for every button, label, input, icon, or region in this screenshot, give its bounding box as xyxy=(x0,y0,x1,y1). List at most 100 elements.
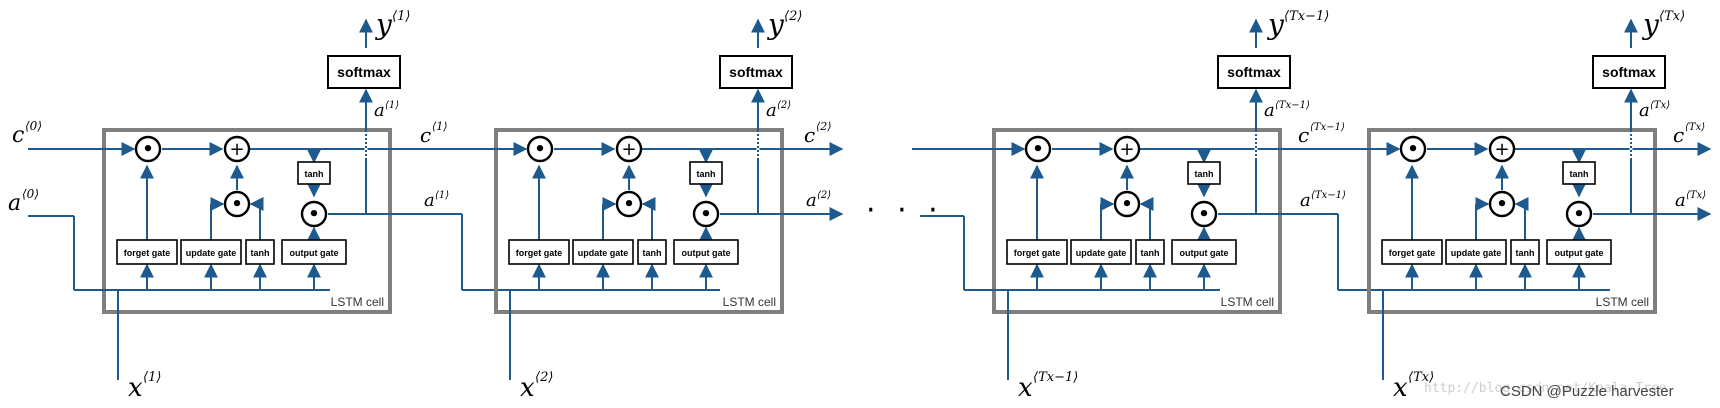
watermark: CSDN @Puzzle harvester xyxy=(1500,383,1674,400)
svg-text:•: • xyxy=(700,204,712,225)
tanh-gate: tanh xyxy=(643,248,662,258)
label-a-out: a xyxy=(424,190,435,211)
label-c-out: c xyxy=(1298,123,1309,147)
softmax-box: softmax xyxy=(729,64,783,80)
label-y-step: ⟨Tx⟩ xyxy=(1659,9,1685,24)
output-gate: output gate xyxy=(1180,248,1229,258)
svg-text:•: • xyxy=(623,194,635,215)
add-symbol: + xyxy=(1494,139,1509,160)
label-a-up-step: ⟨Tx−1⟩ xyxy=(1275,100,1310,111)
svg-text:•: • xyxy=(1573,204,1585,225)
label-a-up: a xyxy=(374,100,385,121)
label-c-out: c xyxy=(1673,123,1684,147)
label-c0: c xyxy=(12,123,24,148)
label-c0-step: ⟨0⟩ xyxy=(25,119,42,133)
forget-gate: forget gate xyxy=(1014,248,1061,258)
update-gate: update gate xyxy=(1076,248,1127,258)
label-a-out-step: ⟨Tx⟩ xyxy=(1686,190,1706,201)
label-a-up-step: ⟨Tx⟩ xyxy=(1650,100,1670,111)
tanh-cell-state: tanh xyxy=(1570,169,1589,179)
label-a-out: a xyxy=(806,190,817,211)
update-gate: update gate xyxy=(186,248,237,258)
svg-text:•: • xyxy=(1121,194,1133,215)
label-x: x xyxy=(1393,373,1408,403)
cell-label: LSTM cell xyxy=(723,295,776,309)
label-c-out-step: ⟨2⟩ xyxy=(816,120,832,133)
label-x-step: ⟨2⟩ xyxy=(535,370,553,385)
add-op xyxy=(223,135,251,163)
cell-frame xyxy=(992,128,1282,314)
label-x: x xyxy=(128,373,143,403)
update-gate: update gate xyxy=(578,248,629,258)
lstm-cell-3: LSTM cell • + • • forg xyxy=(912,8,1610,403)
label-y: y xyxy=(374,8,393,41)
add-symbol: + xyxy=(1119,139,1134,160)
label-a-out: a xyxy=(1300,190,1311,211)
label-y-step: ⟨1⟩ xyxy=(392,9,410,24)
update-gate: update gate xyxy=(1451,248,1502,258)
forget-gate: forget gate xyxy=(1389,248,1436,258)
tanh-cell-state: tanh xyxy=(1195,169,1214,179)
label-a-up: a xyxy=(766,100,777,121)
cell-label: LSTM cell xyxy=(1221,295,1274,309)
softmax-box: softmax xyxy=(337,64,391,80)
lstm-cell-2: LSTM cell • + • • forget gate update g xyxy=(484,8,844,403)
label-y-step: ⟨Tx−1⟩ xyxy=(1284,9,1329,24)
label-y-step: ⟨2⟩ xyxy=(784,9,802,24)
output-multiply-symbol: • xyxy=(308,204,320,225)
cell-frame xyxy=(102,128,392,314)
label-a0: a xyxy=(8,191,21,216)
tanh-cell-state: tanh xyxy=(305,169,324,179)
tanh-gate: tanh xyxy=(251,248,270,258)
label-a0-step: ⟨0⟩ xyxy=(22,187,39,201)
label-a-up: a xyxy=(1264,100,1275,121)
label-c-out-step: ⟨1⟩ xyxy=(432,120,448,133)
lstm-cell-1: LSTM cell xyxy=(8,8,720,403)
lstm-cell-4: LSTM cell • + • • forget gate update g xyxy=(1357,8,1712,403)
add-symbol: + xyxy=(621,139,636,160)
cell-frame xyxy=(1367,128,1657,314)
label-x-step: ⟨Tx⟩ xyxy=(1408,370,1434,385)
tanh-gate: tanh xyxy=(1141,248,1160,258)
output-gate: output gate xyxy=(290,248,339,258)
update-multiply-symbol: • xyxy=(231,194,243,215)
forget-gate: forget gate xyxy=(124,248,171,258)
output-gate: output gate xyxy=(682,248,731,258)
label-c-out-step: ⟨Tx−1⟩ xyxy=(1310,122,1345,133)
output-gate: output gate xyxy=(1555,248,1604,258)
label-x-step: ⟨Tx−1⟩ xyxy=(1033,370,1078,385)
label-c-out: c xyxy=(420,123,431,147)
label-x: x xyxy=(1018,373,1033,403)
label-a-out-step: ⟨1⟩ xyxy=(435,190,449,201)
forget-gate: forget gate xyxy=(516,248,563,258)
ellipsis: · · · xyxy=(866,193,944,228)
label-a-up: a xyxy=(1639,100,1650,121)
output-multiply-op xyxy=(300,200,328,228)
forget-multiply-symbol: • xyxy=(142,139,154,160)
label-x-step: ⟨1⟩ xyxy=(143,370,161,385)
cell-label: LSTM cell xyxy=(331,295,384,309)
svg-text:•: • xyxy=(1407,139,1419,160)
softmax-box: softmax xyxy=(1227,64,1281,80)
label-x: x xyxy=(520,373,535,403)
label-y: y xyxy=(1641,8,1660,41)
update-multiply-op xyxy=(223,190,251,218)
label-a-out-step: ⟨Tx−1⟩ xyxy=(1311,190,1346,201)
tanh-cell-state: tanh xyxy=(697,169,716,179)
svg-text:•: • xyxy=(1032,139,1044,160)
tanh-gate: tanh xyxy=(1516,248,1535,258)
label-a-up-step: ⟨1⟩ xyxy=(385,100,399,111)
label-c-out-step: ⟨Tx⟩ xyxy=(1685,122,1705,133)
watermark-faint: http://blog.csdn.net/Koala_Tree xyxy=(1424,381,1667,396)
label-c-out: c xyxy=(804,123,815,147)
label-y: y xyxy=(766,8,785,41)
add-symbol: + xyxy=(229,139,244,160)
label-a-out-step: ⟨2⟩ xyxy=(817,190,831,201)
forget-multiply-op xyxy=(134,135,162,163)
cell-label: LSTM cell xyxy=(1596,295,1649,309)
label-y: y xyxy=(1266,8,1285,41)
svg-text:•: • xyxy=(1198,204,1210,225)
label-a-up-step: ⟨2⟩ xyxy=(777,100,791,111)
svg-text:•: • xyxy=(534,139,546,160)
